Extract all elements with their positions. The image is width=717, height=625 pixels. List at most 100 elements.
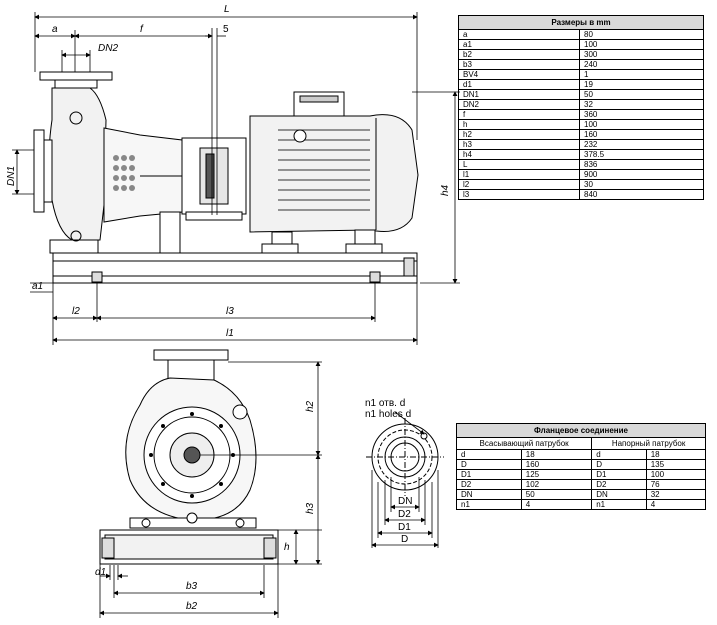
suction-header: Всасывающий патрубок [455, 437, 593, 450]
flange-table: Фланцевое соединение Всасывающий патрубо… [455, 423, 707, 510]
label-l1: l1 [226, 328, 234, 339]
flange-cell-k1: D1 [456, 469, 522, 480]
label-holes-en: n1 holes d [365, 409, 411, 420]
label-D2: D2 [398, 509, 411, 520]
dimensions-table-header: Размеры в mm [458, 15, 704, 30]
dimension-value: 240 [579, 59, 704, 70]
dimension-value: 378.5 [579, 149, 704, 160]
dimension-value: 300 [579, 49, 704, 60]
flange-cell-k2: D1 [591, 469, 647, 480]
dimension-key: d1 [458, 79, 580, 90]
flange-cell-v2: 4 [645, 499, 707, 510]
flange-cell-v2: 18 [645, 449, 707, 460]
flange-table-subheader: Всасывающий патрубок Напорный патрубок [455, 437, 706, 450]
flange-cell-k2: DN [591, 489, 647, 500]
dimension-key: h3 [458, 139, 580, 150]
dimension-key: L [458, 159, 580, 170]
side-dimensions [12, 12, 460, 345]
label-h4: h4 [440, 184, 451, 196]
label-f: f [140, 24, 144, 35]
dimension-value: 1 [579, 69, 704, 80]
dimension-key: l3 [458, 189, 580, 200]
dimension-key: a1 [458, 39, 580, 50]
dimension-key: f [458, 109, 580, 120]
dimension-value: 19 [579, 79, 704, 90]
base-frame [52, 252, 418, 284]
dimension-key: h [458, 119, 580, 130]
dimension-key: BV4 [458, 69, 580, 80]
dimension-value: 160 [579, 129, 704, 140]
dimension-key: a [458, 29, 580, 40]
flange-cell-v1: 18 [520, 449, 593, 460]
dimension-value: 50 [579, 89, 704, 100]
flange-cell-v1: 102 [520, 479, 593, 490]
flange-cell-v2: 100 [645, 469, 707, 480]
side-view [33, 71, 419, 284]
suction-flange [33, 129, 45, 213]
dimension-value: 32 [579, 99, 704, 110]
dimension-value: 30 [579, 179, 704, 190]
flange-cell-k1: D2 [456, 479, 522, 490]
pump-volute [48, 87, 107, 241]
discharge-flange [39, 71, 113, 81]
label-h3: h3 [305, 502, 316, 514]
label-a: a [52, 24, 58, 35]
dimension-value: 100 [579, 39, 704, 50]
dimension-value: 836 [579, 159, 704, 170]
flange-cell-v2: 76 [645, 479, 707, 490]
flange-cell-v1: 4 [520, 499, 593, 510]
dimension-key: h4 [458, 149, 580, 160]
label-d1: d1 [95, 567, 106, 578]
label-h: h [284, 542, 290, 553]
flange-table-header: Фланцевое соединение [456, 423, 706, 438]
flange-cell-k2: D2 [591, 479, 647, 490]
flange-cell-v1: 160 [520, 459, 593, 470]
dimension-value: 100 [579, 119, 704, 130]
cooling-holes [113, 155, 135, 191]
label-DN: DN [398, 496, 412, 507]
label-L: L [224, 4, 230, 15]
dimension-key: b2 [458, 49, 580, 60]
label-D: D [401, 534, 408, 545]
label-DN1: DN1 [6, 166, 17, 186]
motor-body [249, 114, 419, 233]
bearing-bracket [103, 127, 183, 223]
label-b2: b2 [186, 601, 198, 612]
front-dimensions [99, 361, 322, 618]
flange-cell-k2: n1 [591, 499, 647, 510]
dimension-key: h2 [458, 129, 580, 140]
label-l3: l3 [226, 306, 234, 317]
dimension-value: 80 [579, 29, 704, 40]
flange-cell-k1: n1 [456, 499, 522, 510]
dimension-value: 900 [579, 169, 704, 180]
flange-cell-v2: 135 [645, 459, 707, 470]
flange-cell-k1: D [456, 459, 522, 470]
front-view [99, 349, 279, 565]
dimension-key: b3 [458, 59, 580, 70]
flange-cell-k2: d [591, 449, 647, 460]
label-5: 5 [223, 24, 229, 35]
flange-cell-k2: D [591, 459, 647, 470]
dimension-value: 232 [579, 139, 704, 150]
dimensions-table-title: Размеры в mm [458, 15, 704, 30]
flange-cell-k1: DN [456, 489, 522, 500]
label-h2: h2 [305, 400, 316, 412]
